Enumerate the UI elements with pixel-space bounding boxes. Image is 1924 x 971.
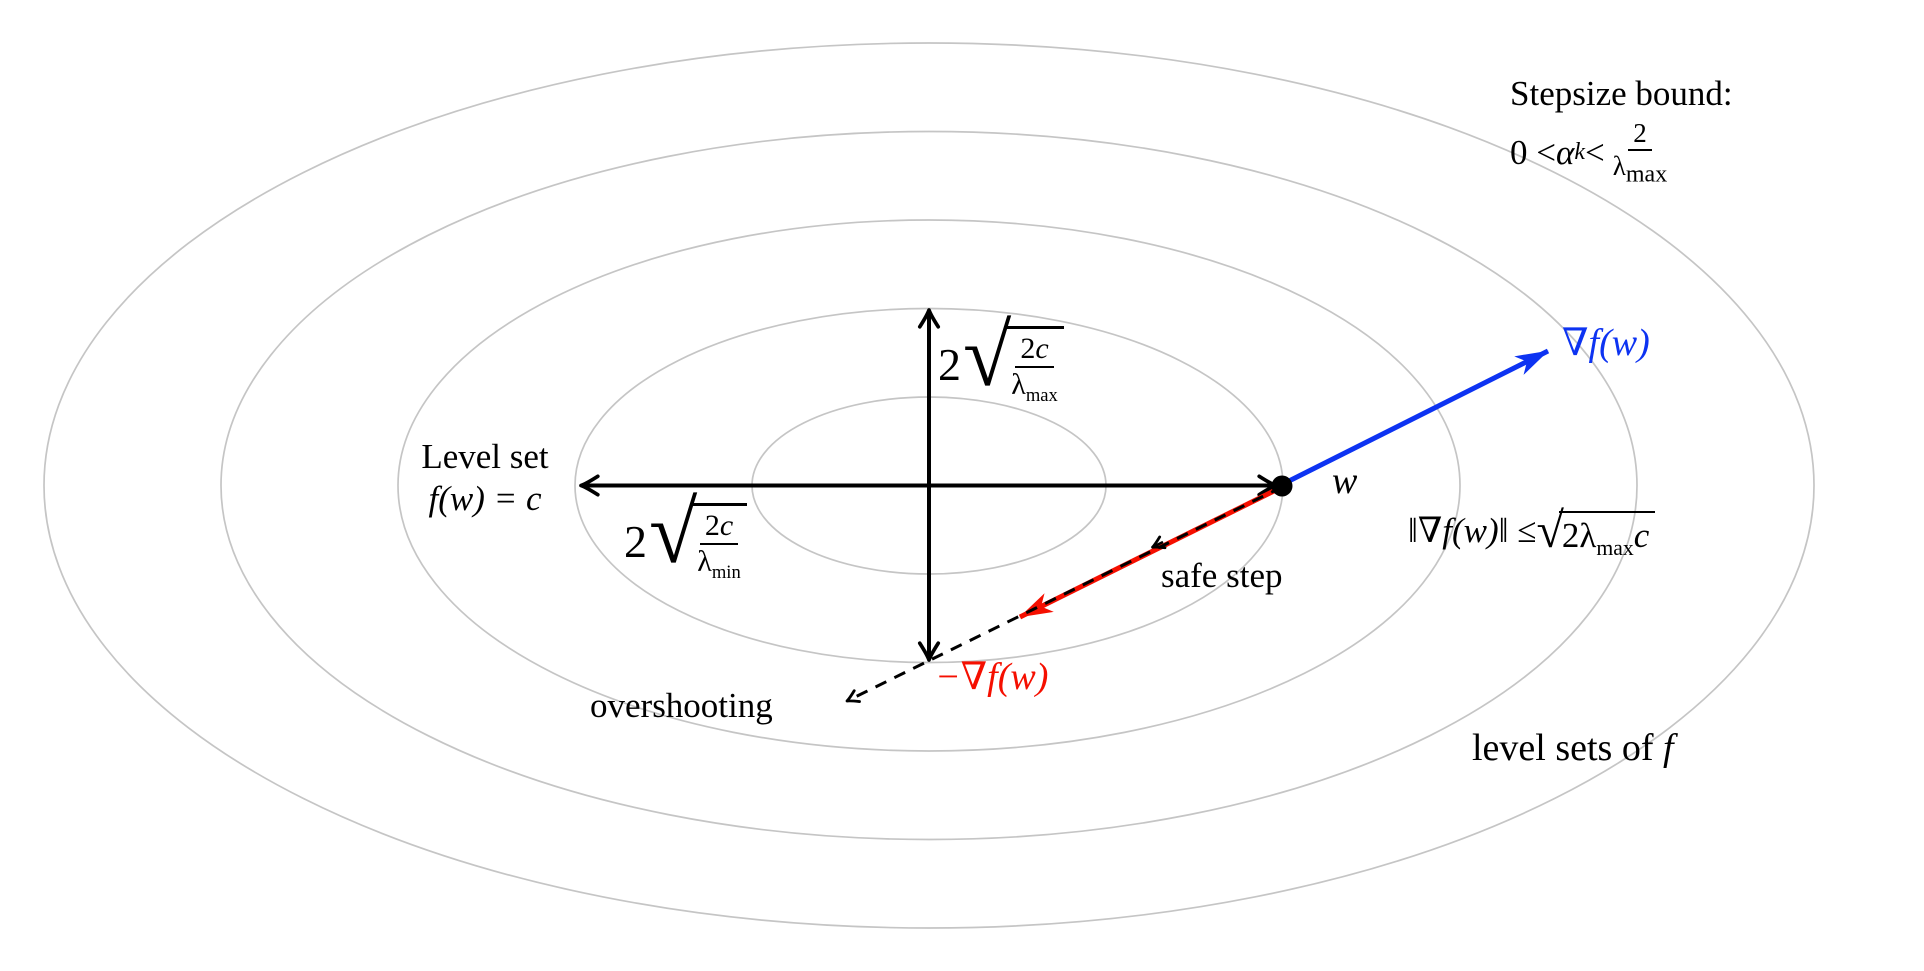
horizontal-extent-label: 2 √ 2c λmin — [624, 485, 747, 583]
point-w-dot — [1271, 475, 1293, 497]
horizontal-extent-fraction: 2c λmin — [697, 509, 741, 583]
vertical-extent-fraction: 2c λmax — [1011, 332, 1058, 406]
radical-sign: √ — [1536, 502, 1564, 558]
overshoot-dashed-arrow — [845, 485, 1283, 703]
level-set-ellipse-4 — [220, 130, 1638, 841]
radical-sign: √ — [649, 485, 698, 582]
stepsize-fraction: 2 λmax — [1612, 118, 1668, 187]
level-set-label-line2: f(w) = c — [428, 479, 542, 518]
radical-sign: √ — [963, 308, 1012, 405]
gradient-arrow — [1281, 348, 1550, 487]
level-set-label: Level set f(w) = c — [394, 436, 576, 520]
safe-step-label: safe step — [1161, 556, 1283, 595]
gradient-label: ∇f(w) — [1562, 322, 1650, 364]
point-w-label: w — [1332, 460, 1358, 502]
stepsize-bound-title: Stepsize bound: — [1510, 74, 1733, 113]
norm-bound-radical: √ 2λmaxc — [1536, 502, 1656, 561]
vertical-extent-label: 2 √ 2c λmax — [938, 308, 1064, 406]
overshooting-label: overshooting — [590, 686, 773, 725]
gradient-norm-bound: ‖∇f(w)‖ ≤ √ 2λmaxc — [1408, 502, 1656, 561]
neg-gradient-label: −∇f(w) — [935, 656, 1049, 698]
level-set-label-line1: Level set — [421, 437, 549, 476]
level-set-ellipse-3 — [397, 219, 1461, 752]
level-set-ellipse-5 — [43, 42, 1815, 929]
level-sets-caption: level sets of f — [1472, 727, 1674, 769]
safe-step-marker — [1151, 535, 1167, 550]
